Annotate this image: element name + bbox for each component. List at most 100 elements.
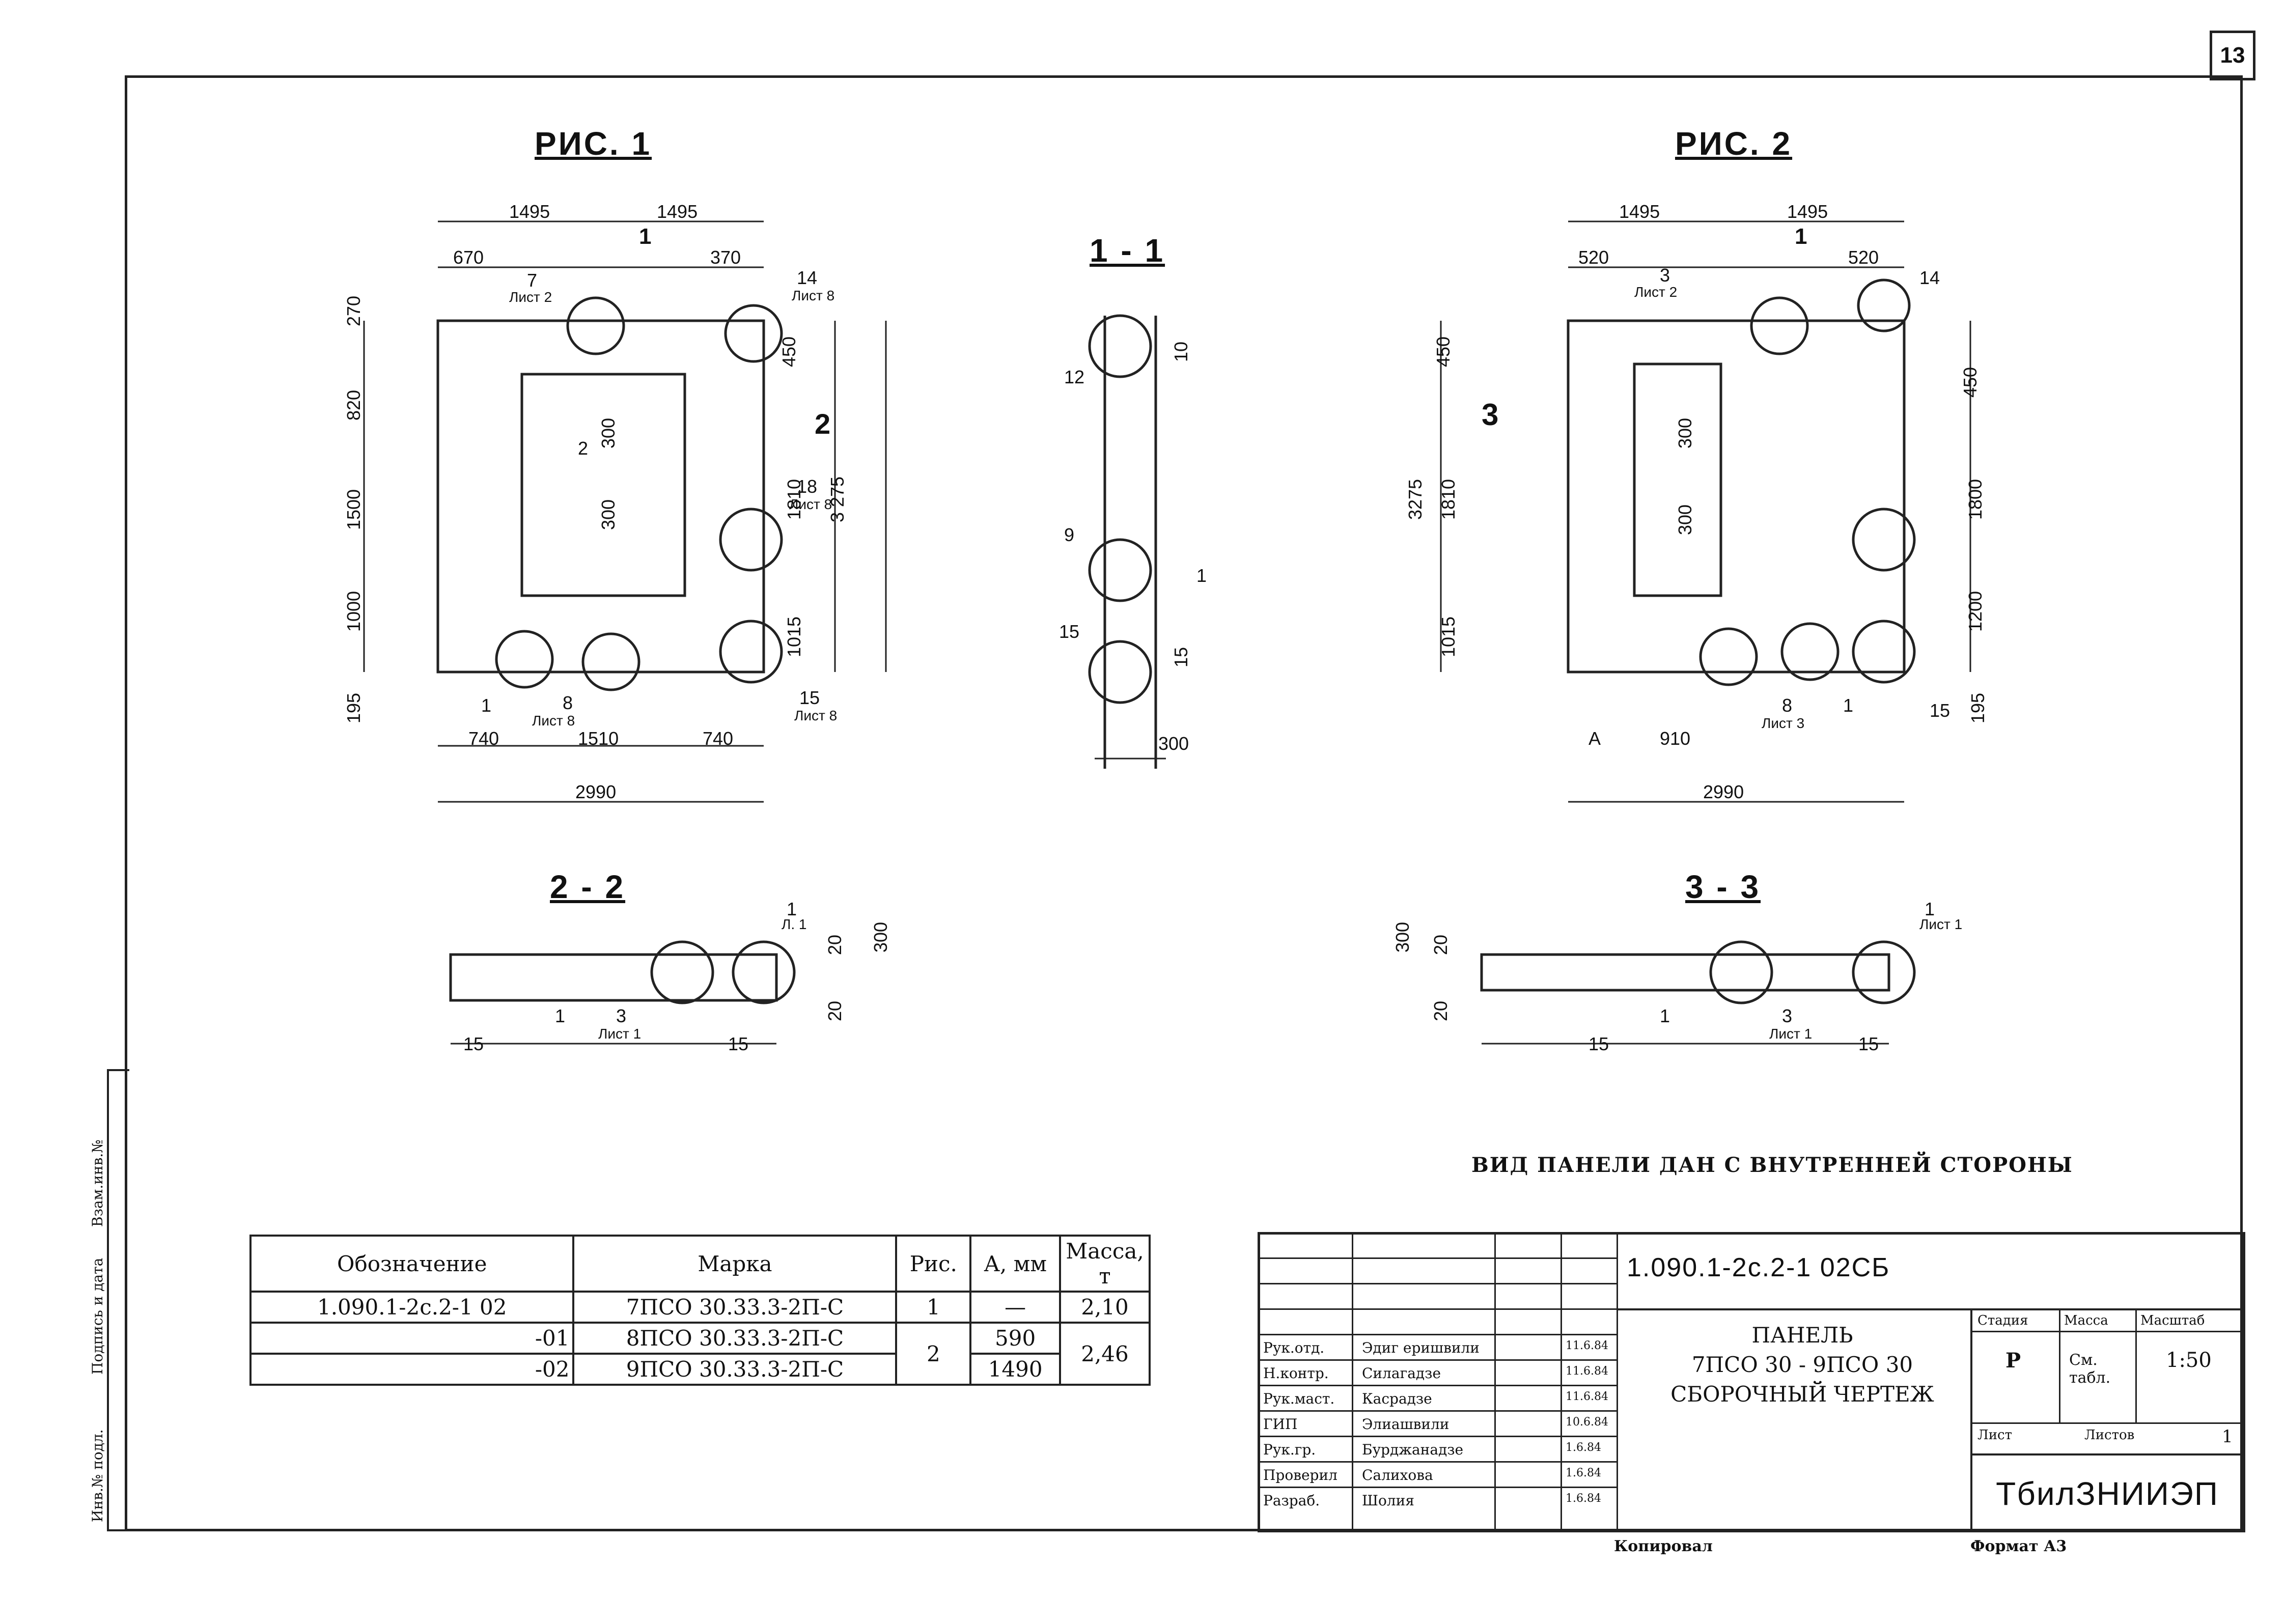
title-line-1: ПАНЕЛЬ — [1751, 1323, 1853, 1348]
sec22-dim-20a: 20 — [824, 934, 846, 956]
sec11-dim-width: 300 — [1158, 733, 1189, 754]
table-row: -02 9ПСО 30.33.3-2П-С 1490 — [249, 1353, 1150, 1386]
fig1-dim-right-1: 450 — [778, 336, 800, 368]
fig2-call-1: 1 — [1843, 695, 1854, 716]
sec22-dim-15b: 15 — [728, 1033, 749, 1054]
organization-logo: ТбилЗНИИЭП — [1970, 1453, 2242, 1532]
sec33-dim-20a: 20 — [1430, 934, 1452, 956]
view-note: ВИД ПАНЕЛИ ДАН С ВНУТРЕННЕЙ СТОРОНЫ — [1471, 1153, 2073, 1177]
sec33-title: 3 - 3 — [1685, 869, 1761, 905]
table-row: -01 8ПСО 30.33.3-2П-С 2 590 2,46 — [249, 1322, 1151, 1386]
fig1-dim-bottom-left: 740 — [468, 728, 499, 749]
sec33-dim-15a: 15 — [1589, 1033, 1609, 1054]
spec-a: — — [969, 1291, 1061, 1324]
sec33-call-1: 1 — [1925, 899, 1935, 919]
fig1-dim-top-right: 1495 — [657, 201, 698, 222]
title-line-2: 7ПСО 30 - 9ПСО 30 — [1691, 1352, 1913, 1377]
document-code: 1.090.1-2с.2-1 02СБ — [1627, 1253, 1890, 1282]
sec33-call-1b: 1 — [1660, 1005, 1670, 1026]
document-title: ПАНЕЛЬ 7ПСО 30 - 9ПСО 30 СБОРОЧНЫЙ ЧЕРТЕ… — [1617, 1308, 1988, 1461]
spec-mark: 8ПСО 30.33.3-2П-С — [572, 1322, 898, 1355]
fig2-dim-right-4: 195 — [1967, 692, 1989, 724]
fig2-dim-left-1: 450 — [1433, 336, 1454, 368]
fig1-dim-left-5: 195 — [343, 692, 365, 724]
fig1-opening-2: 300 — [598, 499, 619, 530]
fig1-dim-left-off: 670 — [453, 247, 484, 268]
fig1-call-1: 1 — [481, 695, 492, 716]
spec-designation: -01 — [249, 1322, 575, 1355]
spec-mark: 7ПСО 30.33.3-2П-С — [572, 1291, 898, 1324]
fig1-call-14-sheet: Лист 8 — [792, 288, 835, 303]
fig1-section-mark-2: 2 — [815, 408, 831, 440]
format-label: Формат А3 — [1970, 1537, 2067, 1555]
fig2-dim-bottom-total: 2990 — [1703, 781, 1744, 802]
sec22-dim-20b: 20 — [824, 1000, 846, 1022]
fig2-call-8-sheet: Лист 3 — [1762, 715, 1805, 731]
spec-a: 590 — [969, 1322, 1061, 1355]
fig1-call-2: 2 — [578, 438, 589, 459]
copied-label: Копировал — [1614, 1537, 1713, 1555]
sec22-call-3: 3 — [616, 1005, 627, 1026]
fig1-dim-left-2: 820 — [343, 389, 365, 421]
fig1-dim-left-3: 1500 — [343, 489, 365, 530]
fig1-call-18: 18 — [797, 476, 818, 497]
scale-value: 1:50 — [2166, 1349, 2212, 1372]
drawing-frame — [125, 75, 2243, 1531]
fig1-call-15-sheet: Лист 8 — [794, 708, 838, 723]
spec-fig: 2 — [895, 1322, 972, 1386]
mass-header: Масса — [2064, 1313, 2108, 1328]
table-row: 1.090.1-2с.2-1 02 7ПСО 30.33.3-2П-С 1 — … — [249, 1291, 1151, 1324]
spec-header-designation: Обозначение — [249, 1235, 575, 1293]
fig1-dim-bottom-mid: 1510 — [578, 728, 619, 749]
fig1-section-mark-1: 1 — [639, 224, 652, 249]
signer-row: ГИП Элиашвили 10.6.84 — [1260, 1410, 1617, 1437]
sec11-call-1: 1 — [1196, 565, 1207, 586]
sec22-dim-15a: 15 — [463, 1033, 484, 1054]
fig2-opening-2: 300 — [1675, 504, 1696, 536]
sec11-call-15: 15 — [1059, 621, 1080, 642]
fig2-dim-right-off: 520 — [1848, 247, 1879, 268]
spec-header-row: Обозначение Марка Рис. А, мм Масса, т — [249, 1235, 1151, 1293]
mass-value: См. табл. — [2069, 1351, 2111, 1387]
sec11-call-12: 12 — [1064, 367, 1085, 387]
stage-header: Стадия — [1977, 1313, 2028, 1328]
sec22-call-1: 1 — [787, 899, 797, 919]
fig2-dim-left-off: 520 — [1578, 247, 1609, 268]
signer-row: Рук.маст. Касрадзе 11.6.84 — [1260, 1385, 1617, 1412]
fig1-call-7: 7 — [527, 270, 538, 291]
fig2-section-mark-3: 3 — [1482, 398, 1499, 432]
fig2-title: РИС. 2 — [1675, 125, 1793, 162]
fig1-title: РИС. 1 — [535, 125, 652, 162]
fig1-dim-right-off: 370 — [710, 247, 741, 268]
fig2-call-8: 8 — [1782, 695, 1793, 716]
spec-header-fig: Рис. — [895, 1235, 972, 1293]
fig1-call-18-sheet: Лист 8 — [789, 496, 832, 512]
spec-table: Обозначение Марка Рис. А, мм Масса, т 1.… — [249, 1235, 1151, 1386]
fig1-dim-left-4: 1000 — [343, 591, 365, 632]
sec33-call-3: 3 — [1782, 1005, 1793, 1026]
sec33-call-1-sheet: Лист 1 — [1919, 916, 1963, 932]
sec22-call-3-sheet: Лист 1 — [598, 1026, 642, 1042]
spec-a: 1490 — [969, 1353, 1061, 1386]
sec33-dim-300: 300 — [1392, 921, 1413, 953]
fig1-call-15: 15 — [799, 687, 820, 708]
sec11-title: 1 - 1 — [1090, 232, 1165, 269]
title-block: Рук.отд. Эдиг еришвили 11.6.84 Н.контр. … — [1258, 1232, 2245, 1532]
sheets-value: 1 — [2222, 1426, 2233, 1447]
fig2-dim-left-3: 1015 — [1438, 616, 1459, 658]
spec-designation: -02 — [249, 1353, 575, 1386]
fig2-call-15: 15 — [1930, 700, 1950, 721]
fig1-dim-right-3: 1015 — [784, 616, 805, 658]
sec22-dim-300: 300 — [870, 921, 891, 953]
fig1-dim-bottom-total: 2990 — [575, 781, 617, 802]
spec-designation: 1.090.1-2с.2-1 02 — [249, 1291, 575, 1324]
signer-row: Разраб. Шолия 1.6.84 — [1260, 1487, 1617, 1529]
fig2-dim-right-1: 450 — [1960, 367, 1981, 398]
side-stamp — [107, 1069, 129, 1531]
fig1-dim-bottom-right: 740 — [703, 728, 734, 749]
signer-row: Рук.отд. Эдиг еришвили 11.6.84 — [1260, 1334, 1617, 1361]
fig1-dim-left-1: 270 — [343, 295, 365, 327]
spec-header-mark: Марка — [572, 1235, 898, 1293]
fig1-call-8-sheet: Лист 8 — [532, 713, 575, 729]
fig2-call-3-sheet: Лист 2 — [1634, 284, 1678, 300]
